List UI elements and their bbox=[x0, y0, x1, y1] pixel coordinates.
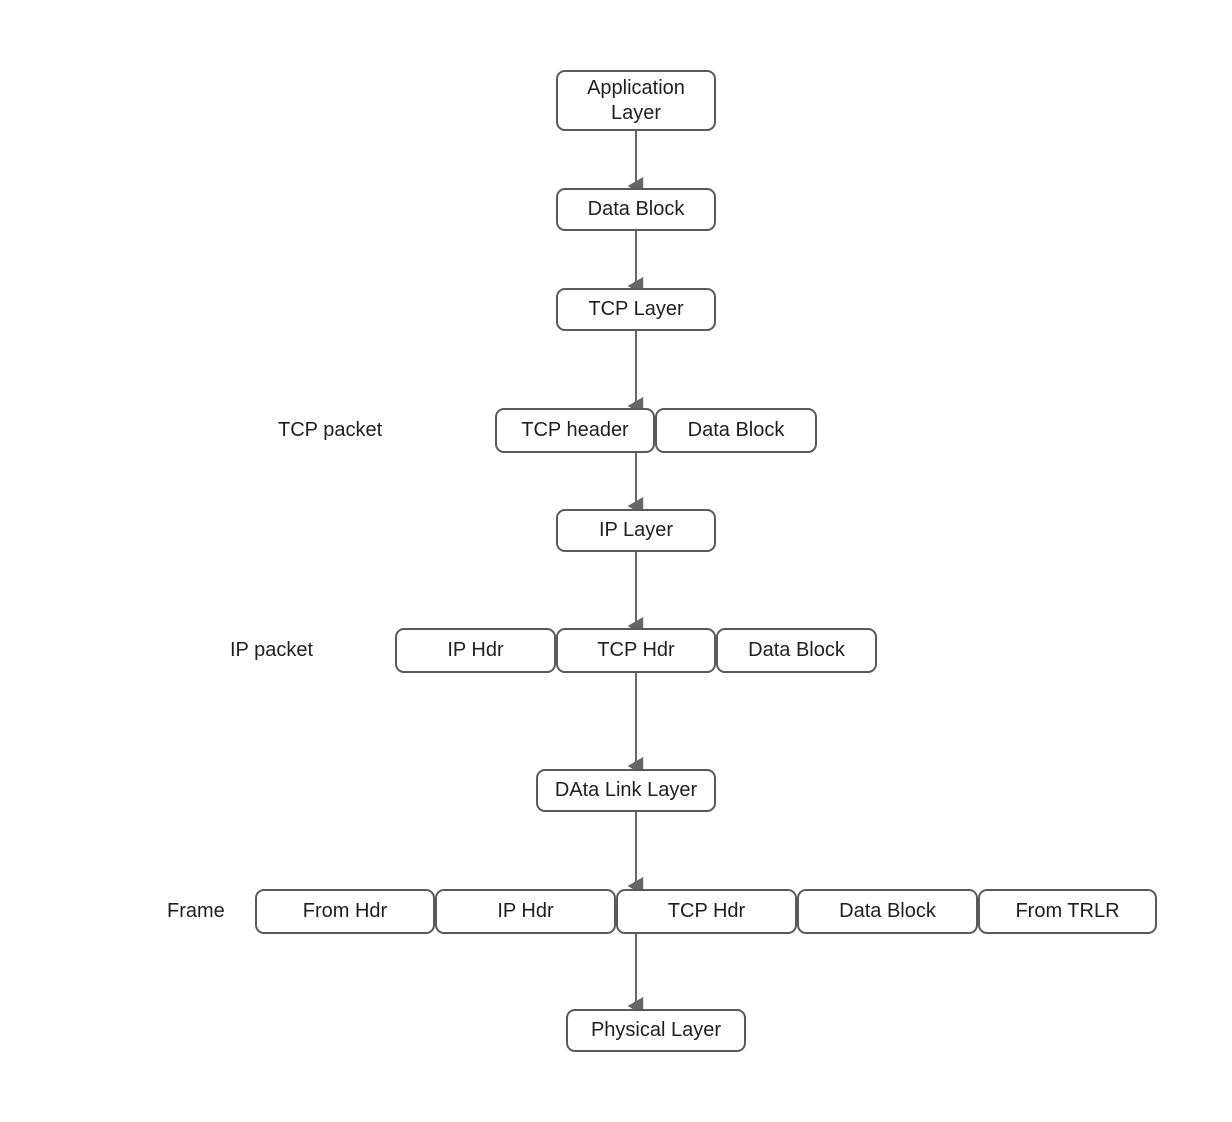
row-ip-packet: IP Hdr TCP Hdr Data Block bbox=[395, 628, 877, 673]
segment-frame-data-block[interactable]: Data Block bbox=[797, 889, 978, 934]
segment-frame-tcp-hdr[interactable]: TCP Hdr bbox=[616, 889, 797, 934]
segment-frame-ip-hdr[interactable]: IP Hdr bbox=[435, 889, 616, 934]
row-frame: From Hdr IP Hdr TCP Hdr Data Block From … bbox=[255, 889, 1157, 934]
row-tcp-packet: TCP header Data Block bbox=[495, 408, 817, 453]
node-data-block[interactable]: Data Block bbox=[556, 188, 716, 231]
segment-frame-from-trlr[interactable]: From TRLR bbox=[978, 889, 1157, 934]
label-frame: Frame bbox=[167, 899, 225, 922]
segment-ip-packet-data-block[interactable]: Data Block bbox=[716, 628, 877, 673]
label-tcp-packet: TCP packet bbox=[278, 418, 383, 441]
label-ip-packet: IP packet bbox=[230, 638, 314, 661]
segment-ip-hdr[interactable]: IP Hdr bbox=[395, 628, 556, 673]
node-ip-layer[interactable]: IP Layer bbox=[556, 509, 716, 552]
segment-tcp-packet-data-block[interactable]: Data Block bbox=[655, 408, 817, 453]
segment-tcp-header[interactable]: TCP header bbox=[495, 408, 655, 453]
segment-frame-from-hdr[interactable]: From Hdr bbox=[255, 889, 435, 934]
node-tcp-layer[interactable]: TCP Layer bbox=[556, 288, 716, 331]
segment-tcp-hdr[interactable]: TCP Hdr bbox=[556, 628, 716, 673]
node-data-link-layer[interactable]: DAta Link Layer bbox=[536, 769, 716, 812]
node-physical-layer[interactable]: Physical Layer bbox=[566, 1009, 746, 1052]
node-application-layer[interactable]: Application Layer bbox=[556, 70, 716, 131]
